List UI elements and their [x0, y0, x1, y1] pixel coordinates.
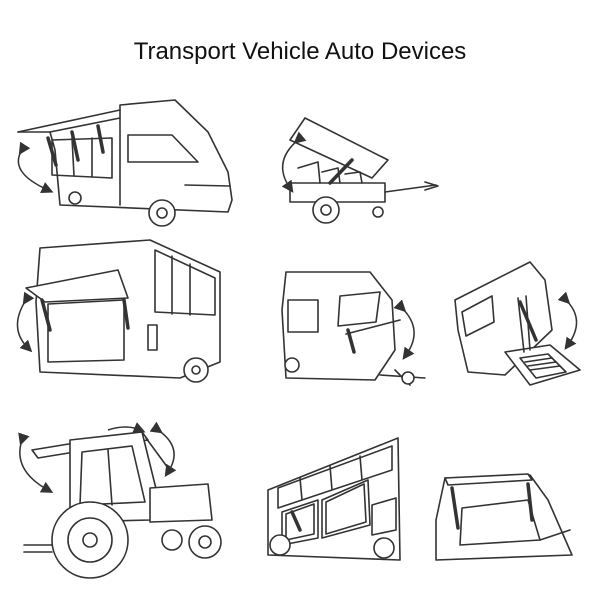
utility-trailer-tipping-lid: [281, 117, 439, 224]
coach-luggage-compartment-door: [267, 437, 401, 561]
caravan-rear-window: [281, 271, 426, 386]
page-title: Transport Vehicle Auto Devices: [133, 38, 467, 65]
car-tailgate: [435, 473, 573, 561]
food-truck-awning: [17, 99, 233, 227]
tractor-cab-roof-and-window: [18, 421, 222, 579]
van-wheelchair-lift-ramp: [454, 261, 581, 386]
swing-arrow-icon: [17, 141, 54, 194]
bus-rear-hatch: [16, 239, 221, 383]
